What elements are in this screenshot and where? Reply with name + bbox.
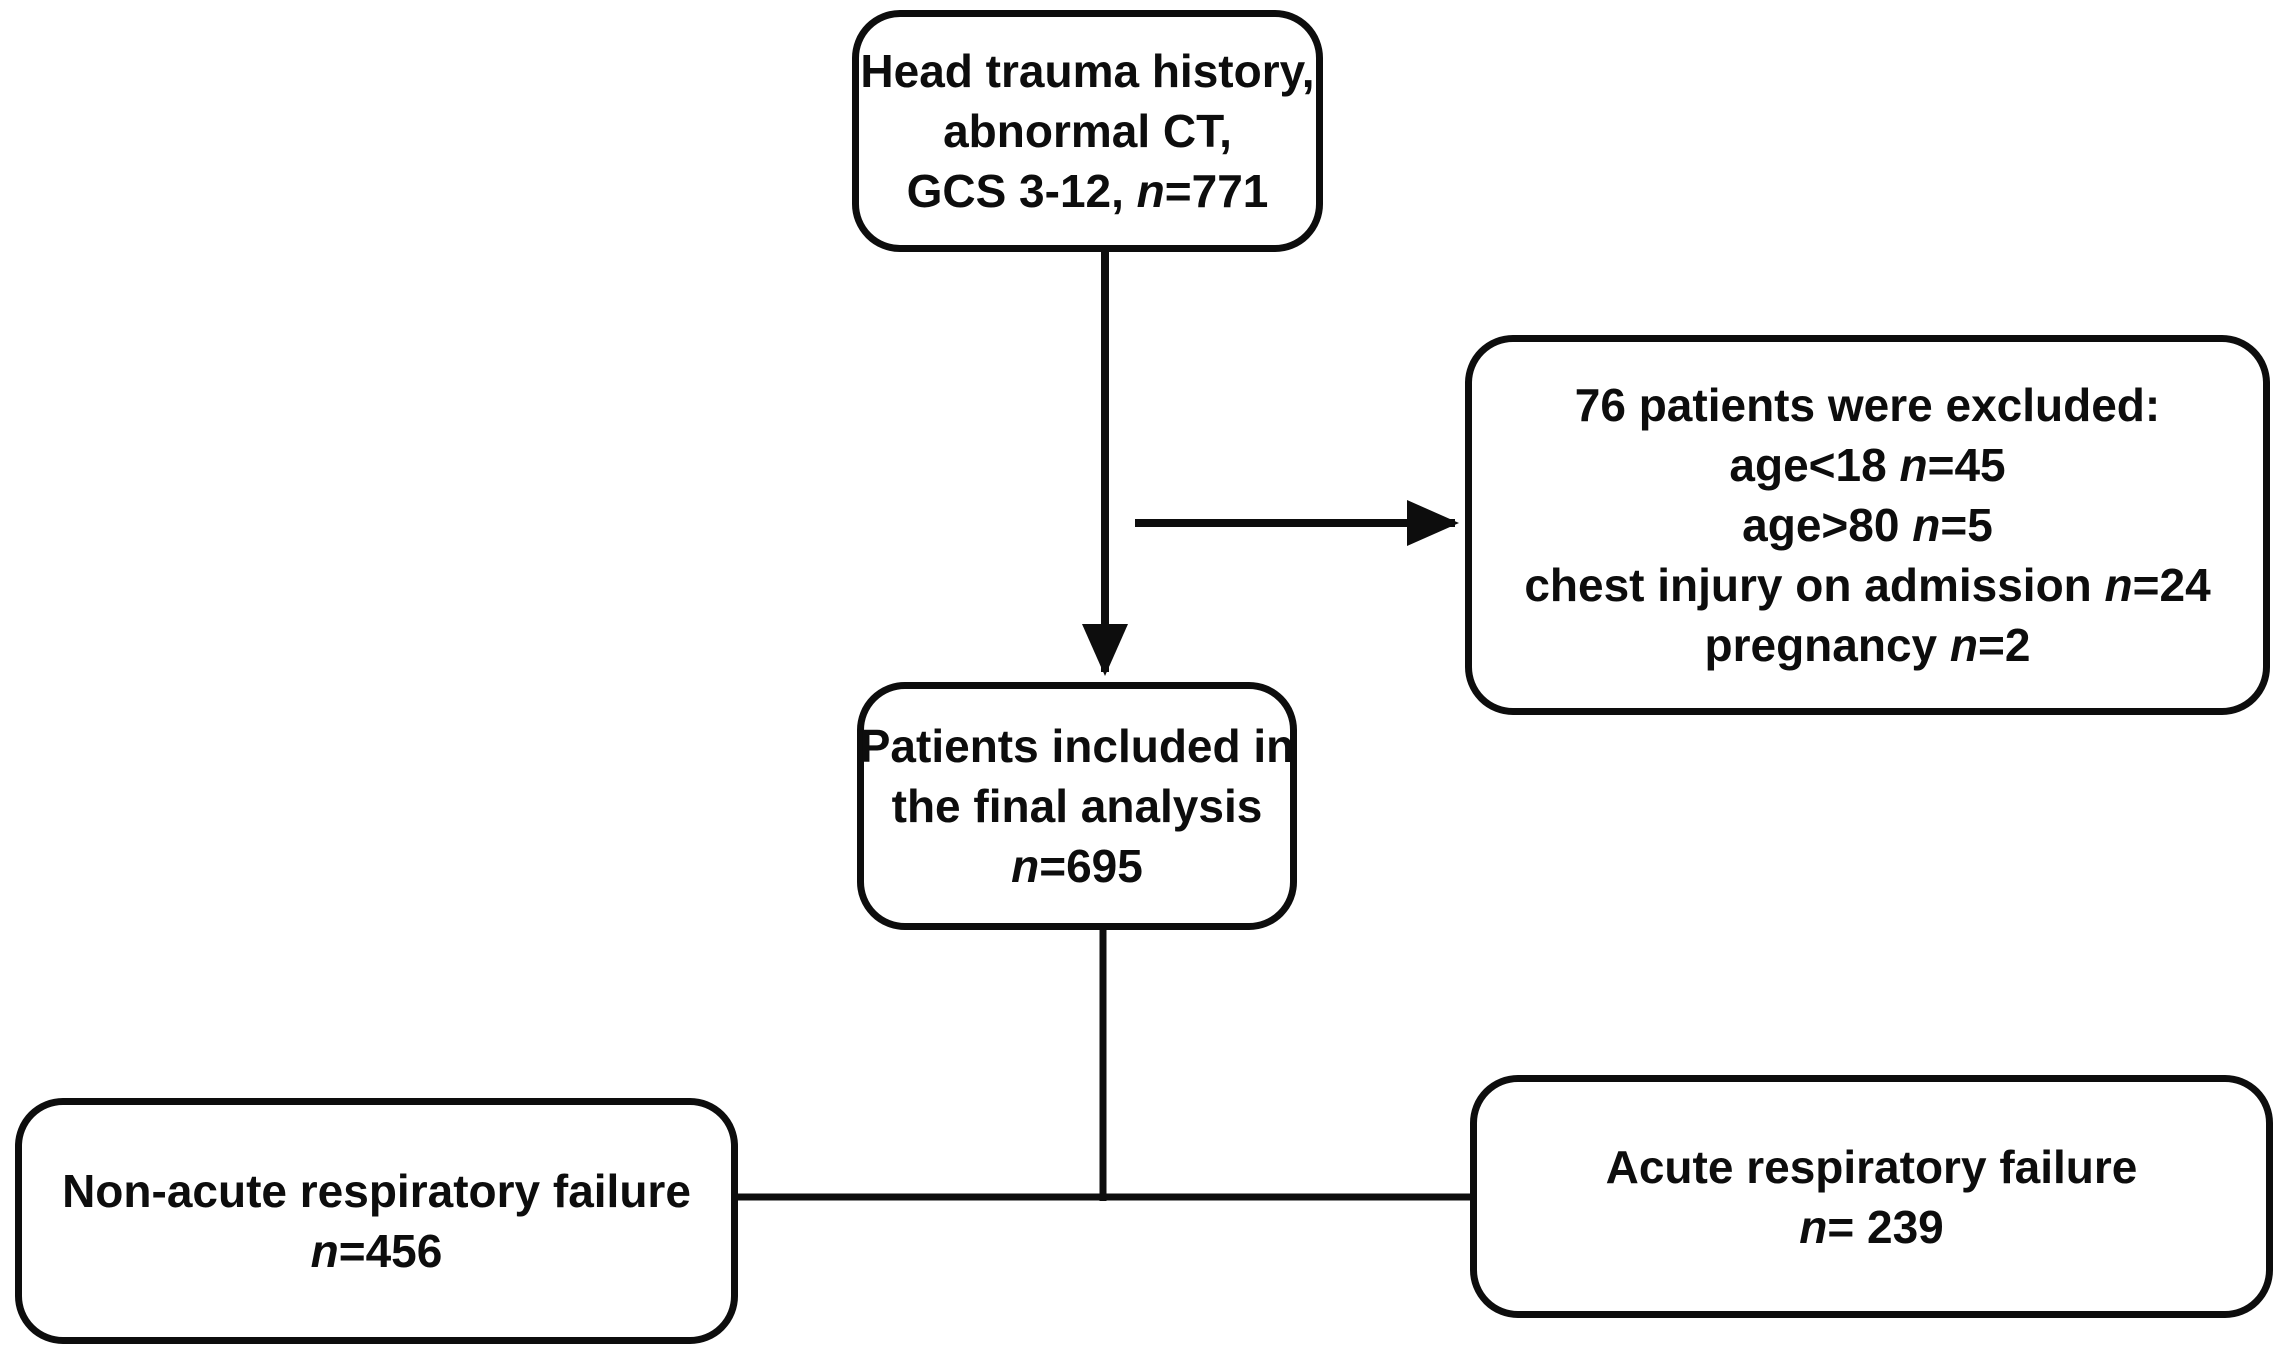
box-text: chest injury on admission: [1524, 559, 2105, 611]
box-text-line: Non-acute respiratory failure: [62, 1161, 691, 1221]
box-text: =45: [1927, 439, 2006, 491]
box-text: GCS 3-12,: [906, 165, 1137, 217]
box-text-line: Head trauma history,: [860, 41, 1314, 101]
box-text: =771: [1164, 165, 1269, 217]
box-text-line: the final analysis: [892, 776, 1263, 836]
box-text-line: GCS 3-12, n=771: [907, 161, 1269, 221]
box-text: =24: [2132, 559, 2211, 611]
box-text-line: abnormal CT,: [943, 101, 1232, 161]
box-text: = 239: [1827, 1200, 1944, 1253]
box-text-line: Acute respiratory failure: [1606, 1137, 2138, 1197]
box-text: Patients included in: [859, 720, 1295, 772]
box-text: =2: [1978, 619, 2031, 671]
box-text: =5: [1940, 499, 1993, 551]
box-text-line: n=456: [311, 1221, 443, 1281]
italic-n-text: n: [1136, 165, 1165, 217]
box-text-line: n= 239: [1799, 1197, 1944, 1257]
box-text-line: chest injury on admission n=24: [1524, 555, 2210, 615]
head-trauma-box: Head trauma history,abnormal CT,GCS 3-12…: [852, 10, 1323, 252]
box-text-line: age<18 n=45: [1729, 435, 2005, 495]
italic-n-text: n: [1011, 840, 1040, 892]
box-text: 76 patients were excluded:: [1574, 379, 2161, 431]
box-text: age<18: [1729, 439, 1900, 491]
box-text: Non-acute respiratory failure: [62, 1165, 691, 1217]
box-text-line: Patients included in: [860, 716, 1295, 776]
box-text-line: pregnancy n=2: [1705, 615, 2031, 675]
box-text: abnormal CT,: [943, 105, 1232, 157]
box-text: Head trauma history,: [860, 45, 1315, 97]
box-text: the final analysis: [891, 780, 1263, 832]
box-text: =456: [338, 1225, 443, 1277]
box-text-line: age>80 n=5: [1742, 495, 1993, 555]
italic-n-text: n: [310, 1225, 339, 1277]
box-text: pregnancy: [1704, 619, 1950, 671]
italic-n-text: n: [2104, 559, 2133, 611]
box-text: age>80: [1742, 499, 1913, 551]
box-text: =695: [1039, 840, 1143, 892]
italic-n-text: n: [1799, 1200, 1828, 1253]
italic-n-text: n: [1899, 439, 1928, 491]
italic-n-text: n: [1912, 499, 1941, 551]
box-text-line: n=695: [1011, 836, 1143, 896]
italic-n-text: n: [1949, 619, 1979, 671]
box-text-line: 76 patients were excluded:: [1575, 375, 2160, 435]
box-text: Acute respiratory failure: [1605, 1140, 2138, 1193]
